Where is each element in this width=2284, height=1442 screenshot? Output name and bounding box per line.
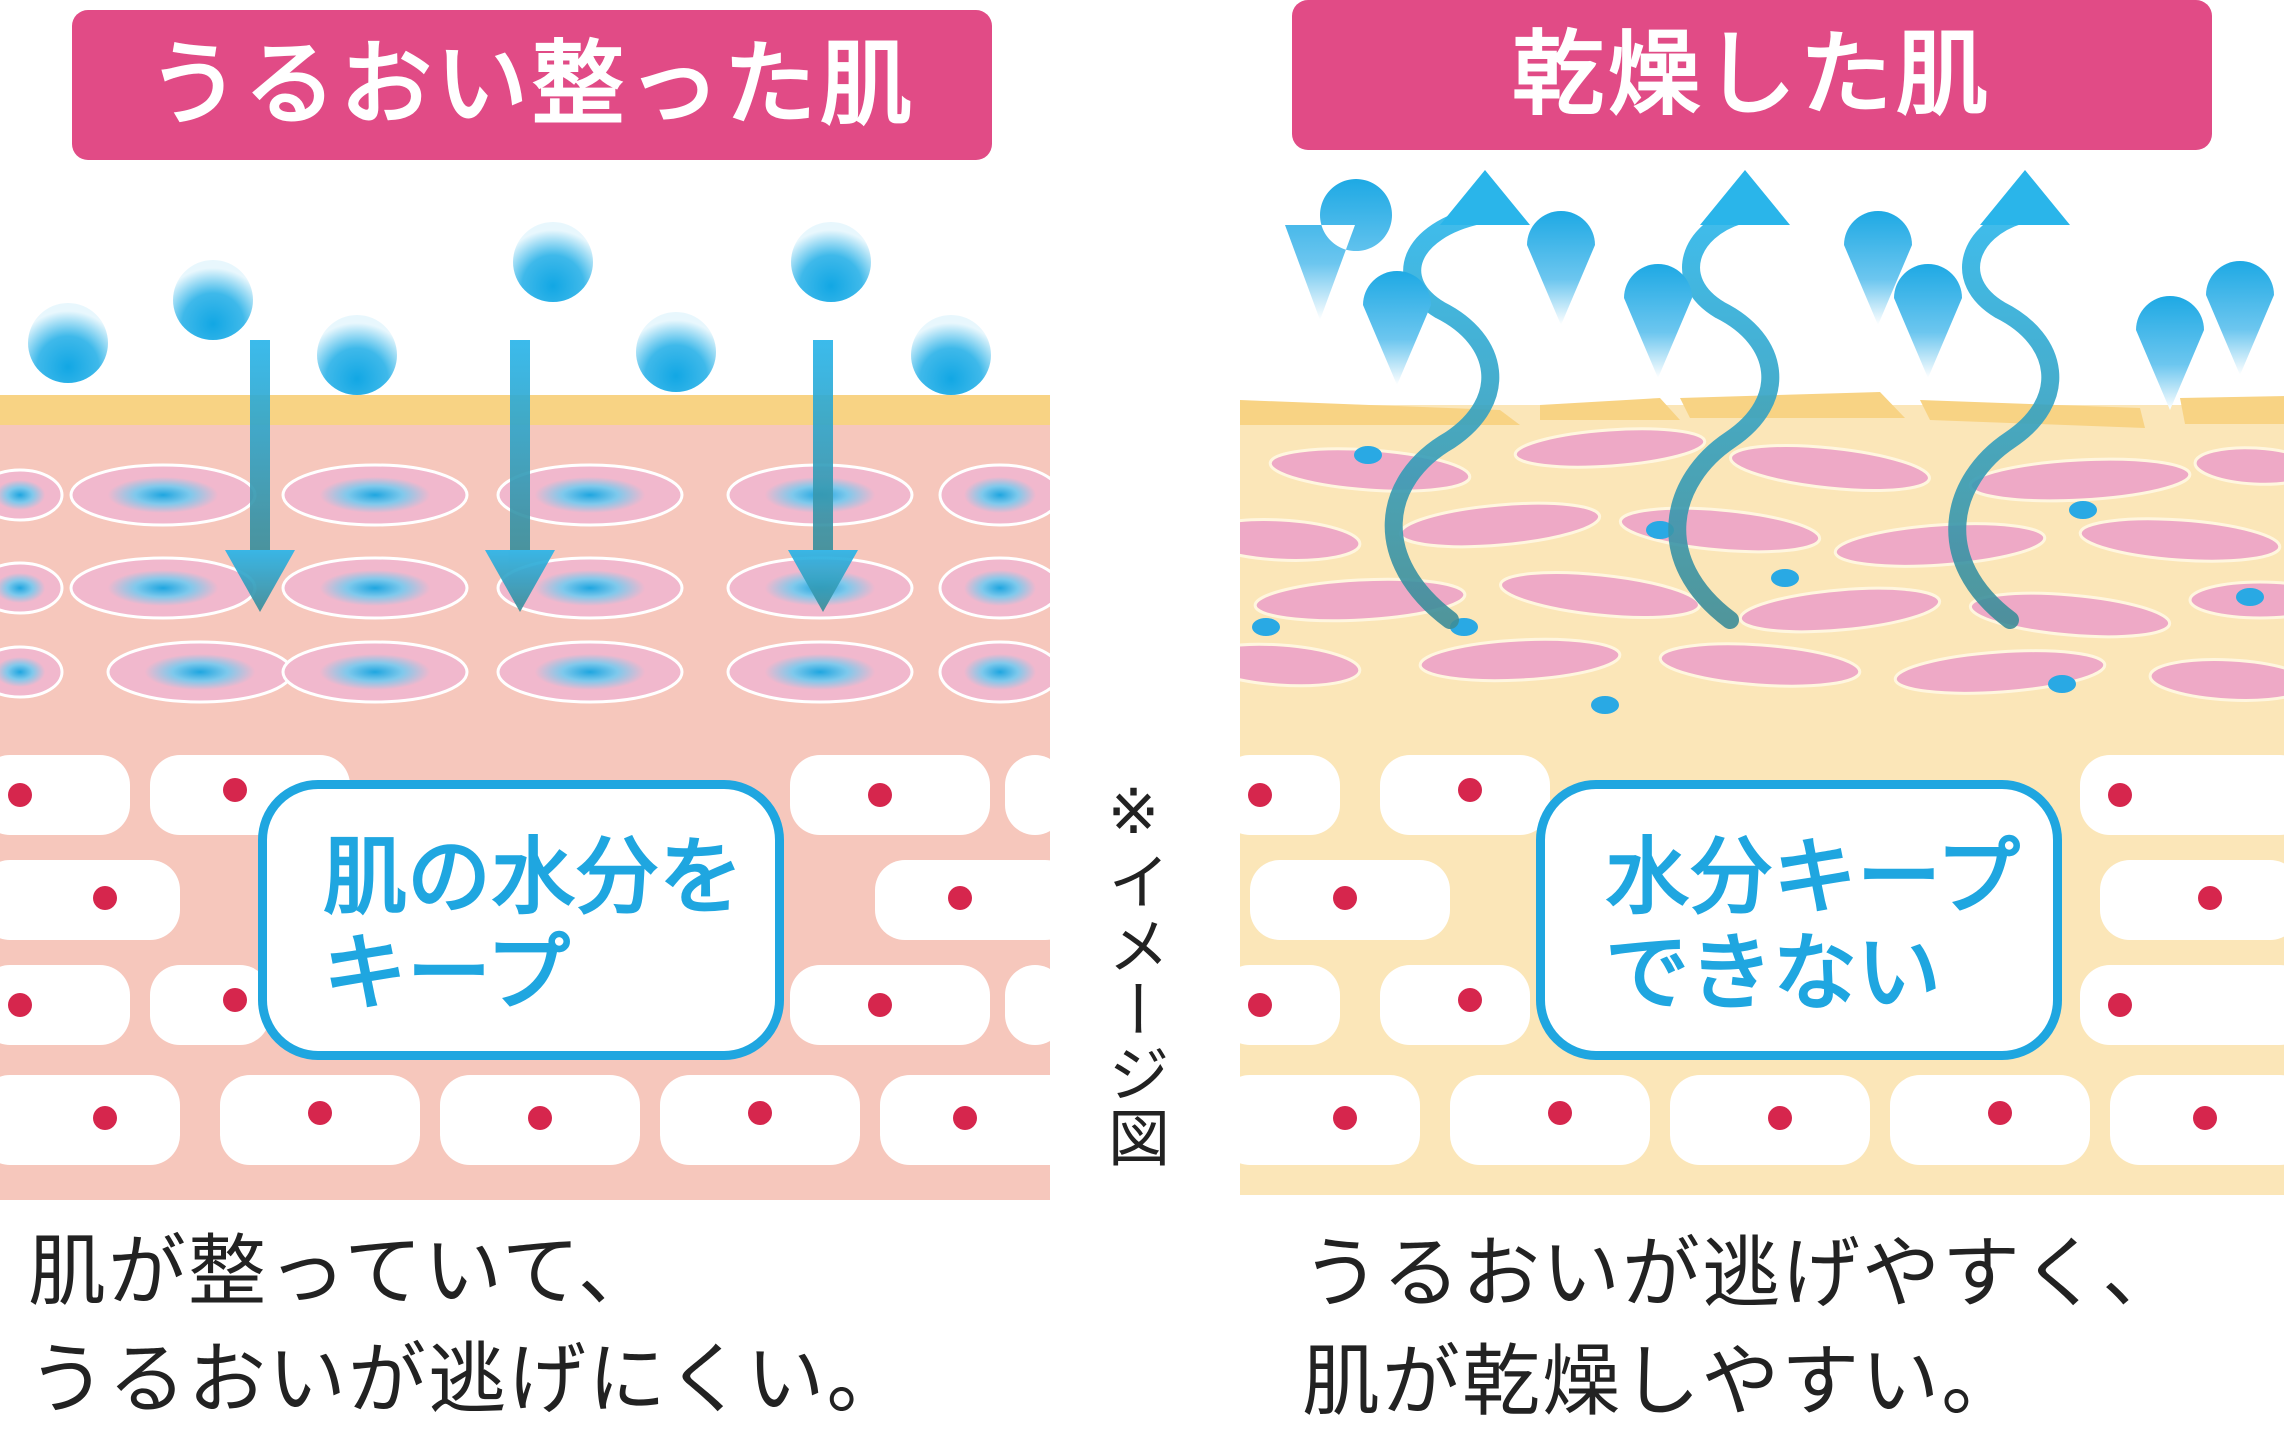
status-line: 水分キープ [1605,828,2020,926]
status-line: キープ [323,924,570,1022]
status-line: できない [1605,924,1942,1022]
evaporation-arrows [1384,206,2060,629]
cell-nuclei [1248,778,2222,1130]
caption-line: うるおいが逃げにくい。 [28,1335,907,1425]
panel-title: うるおい整った肌 [72,10,992,160]
dry-skin-panel: 乾燥した肌 水分キープ できない うるおいが逃げやすく、 肌が乾燥しやすい。 [1240,0,2284,1442]
moist-skin-panel: うるおい整った肌 肌の水分を キープ 肌が整っていて、 うるおいが逃げにくい。 [0,0,1050,1442]
moist-skin-illustration [0,222,1050,1200]
caption-line: 肌が乾燥しやすい。 [1302,1337,2022,1427]
status-callout: 水分キープ できない [1536,780,2062,1060]
skin-surface-flakes [1240,392,2284,428]
absorb-arrows [225,340,858,612]
water-droplets [1285,179,2274,410]
evaporation-arrowheads [1440,170,2070,225]
water-droplets [28,222,991,395]
status-callout: 肌の水分を キープ [258,780,784,1060]
panel-caption: 肌が整っていて、 うるおいが逃げにくい。 [28,1218,1028,1434]
status-line: 肌の水分を [323,828,744,926]
caption-line: うるおいが逃げやすく、 [1302,1229,2183,1319]
upper-cells [0,463,1050,704]
caption-line: 肌が整っていて、 [28,1227,658,1317]
cell-nuclei [8,778,977,1130]
moisture-specks [1252,446,2264,714]
image-note: ※イメージ図 [1097,775,1170,1170]
panel-title: 乾燥した肌 [1292,0,2212,150]
panel-caption: うるおいが逃げやすく、 肌が乾燥しやすい。 [1302,1220,2284,1436]
